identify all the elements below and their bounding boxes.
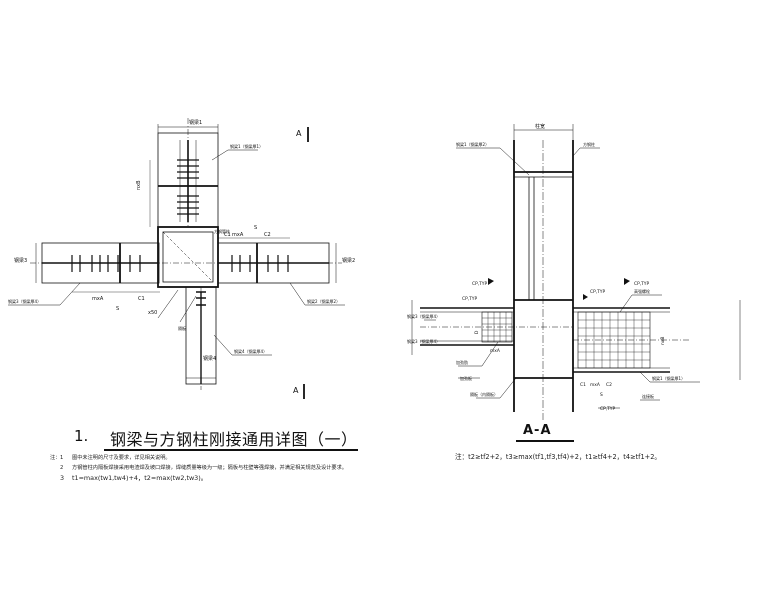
section-leader-left-top: 钢梁3（钢梁厚4）	[407, 313, 440, 319]
note-3: 3 t1=max(tw1,tw4)+4，t2=max(tw2,tw3)。	[50, 473, 380, 483]
section-cp-typ-left2: CP,TYP	[462, 296, 477, 302]
section-leader-upper: 钢梁1（钢梁厚2）	[456, 141, 489, 147]
section-cp-typ-bottom: CP,TYP	[600, 406, 615, 412]
plan-leader-bottom: 钢梁4（钢梁厚4）	[234, 348, 267, 354]
plan-leader-diaphragm: 隔板	[178, 325, 186, 331]
section-leader-bolts: 高强螺栓	[634, 288, 650, 294]
plan-right-label: 钢梁2	[342, 257, 355, 264]
section-leader-right: 钢梁1（钢梁厚1）	[652, 375, 685, 381]
section-dim-s: S	[600, 392, 603, 398]
section-col-width: 柱宽	[535, 123, 545, 130]
note-3-index: 3	[60, 474, 65, 482]
plan-dim-a-right: mxA	[232, 232, 244, 238]
plan-dim-x50: x50	[148, 310, 157, 316]
section-mark-top: A	[296, 129, 302, 138]
plan-leader-column: 方钢管柱	[214, 228, 230, 234]
section-dim-d: D	[474, 330, 480, 334]
detail-number: 1.	[74, 427, 89, 445]
plan-leader-right: 钢梁2（钢梁厚2）	[307, 298, 340, 304]
plan-bottom-label: 钢梁4	[203, 355, 216, 362]
section-dim-b: nxB	[660, 337, 666, 345]
plan-dim-b: nxB	[136, 180, 142, 190]
note-2-index: 2	[60, 465, 64, 471]
section-formula: 注：t2≥tf2+2，t3≥max(tf1,tf3,tf4)+2，t1≥tf4+…	[455, 453, 661, 461]
note-2-text: 方钢管柱内隔板焊接采用电渣焊及坡口焊接，焊缝质量等级为一级；隔板与柱壁等强焊接，…	[72, 465, 347, 471]
section-title-underline	[516, 440, 574, 442]
notes-block: 注：1 图中未注明的尺寸及要求，详见相关说明。 2 方钢管柱内隔板焊接采用电渣焊及坡…	[50, 453, 380, 483]
plan-view	[8, 118, 345, 399]
note-1-index: 1	[60, 455, 64, 461]
section-title: A-A	[523, 423, 552, 438]
section-mark-bottom: A	[293, 386, 299, 395]
section-leader-left-bottom: 钢梁3（钢梁厚4）	[407, 338, 440, 344]
plan-dim-c1-right: C1	[224, 232, 231, 238]
plan-left-label: 钢梁3	[14, 257, 27, 264]
section-dim-a-left: mxA	[490, 348, 500, 354]
section-cp-typ-mid: CP,TYP	[590, 289, 605, 295]
plan-dim-a-left: mxA	[92, 296, 104, 302]
detail-title: 钢梁与方钢柱刚接通用详图（一）	[110, 430, 358, 449]
plan-top-label: 钢梁1	[189, 119, 202, 126]
section-leader-plate: 连接板	[642, 393, 654, 399]
plan-dim-c1-left: C1	[138, 296, 145, 302]
note-1-text: 图中未注明的尺寸及要求，详见相关说明。	[72, 455, 171, 461]
section-leader-column: 方钢柱	[583, 141, 595, 147]
section-view	[411, 124, 741, 420]
section-leader-stiffener: 加劲板	[460, 375, 472, 381]
section-leader-rib: 加劲肋	[456, 359, 468, 365]
notes-head: 注：	[50, 455, 61, 461]
title-underline	[104, 449, 358, 451]
plan-top-bolts	[177, 159, 199, 215]
plan-leader-top: 钢梁1（钢梁厚1）	[230, 143, 263, 149]
plan-dim-s-left: S	[116, 306, 119, 312]
section-dim-c1: C1	[580, 382, 586, 388]
note-1: 注：1 图中未注明的尺寸及要求，详见相关说明。	[50, 453, 380, 463]
section-leader-diaphragm: 隔板（内隔板）	[470, 391, 498, 397]
plan-leader-left: 钢梁3（钢梁厚4）	[8, 298, 41, 304]
detail-title-block: 1. 钢梁与方钢柱刚接通用详图（一）	[74, 425, 358, 451]
section-dim-a-right: mxA	[590, 382, 600, 388]
plan-dim-s-right: S	[254, 225, 257, 231]
section-text: 柱宽 钢梁1（钢梁厚2） 方钢柱 钢梁3（钢梁厚4） 钢梁3（钢梁厚4） 加劲肋…	[407, 123, 685, 412]
note-2: 2 方钢管柱内隔板焊接采用电渣焊及坡口焊接，焊缝质量等级为一级；隔板与柱壁等强焊接…	[50, 463, 380, 473]
section-dim-c2: C2	[606, 382, 612, 388]
section-cp-typ-left: CP,TYP	[472, 281, 487, 287]
plan-dim-c2-right: C2	[264, 232, 271, 238]
section-cp-typ-right: CP,TYP	[634, 281, 649, 287]
plan-text: A A 钢梁1 钢梁4 钢梁3 钢梁2 钢梁3（钢梁厚4） 钢梁2（钢梁厚2） …	[8, 119, 355, 395]
note-3-text: t1=max(tw1,tw4)+4，t2=max(tw2,tw3)。	[72, 474, 208, 482]
